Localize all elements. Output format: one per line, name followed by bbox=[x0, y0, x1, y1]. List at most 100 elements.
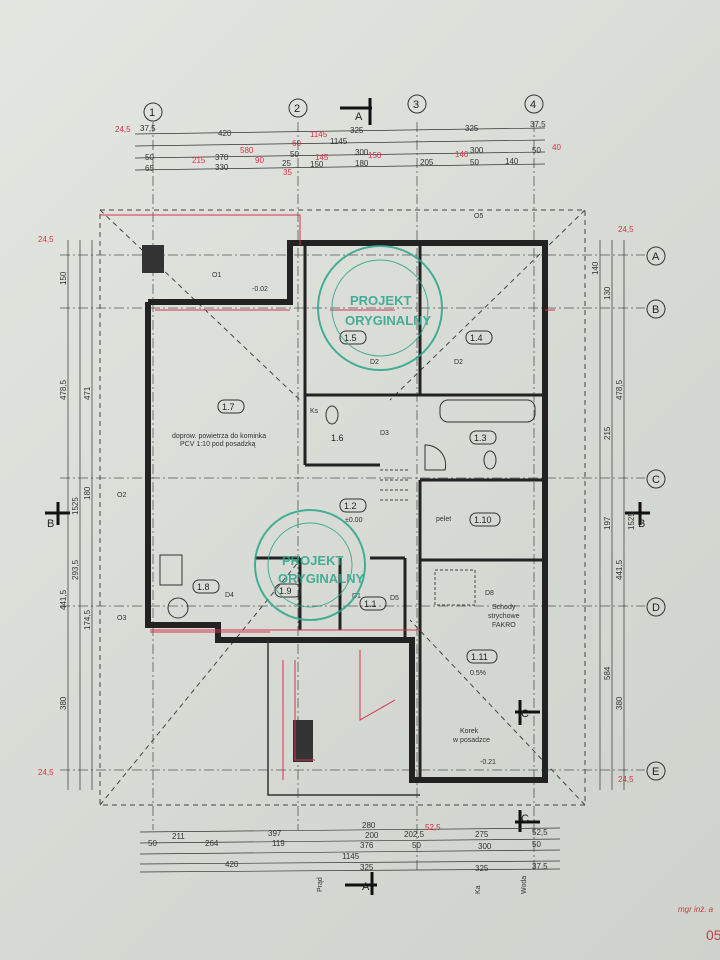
roof-ridge bbox=[409, 619, 586, 806]
dimension-text: 264 bbox=[205, 839, 219, 848]
dimension-text: 197 bbox=[603, 516, 612, 530]
dimension-text: 37,5 bbox=[532, 862, 548, 871]
door-tag: O2 bbox=[117, 492, 126, 499]
stamp-text: PROJEKT bbox=[350, 293, 411, 308]
dimension-text: 471 bbox=[83, 386, 92, 400]
chimney bbox=[142, 245, 164, 273]
roof-ridge bbox=[389, 209, 586, 401]
dimension-text: 174,5 bbox=[83, 609, 92, 630]
dimension-text: 300 bbox=[470, 146, 484, 155]
markup-text: 40 bbox=[552, 143, 561, 152]
section-label: B bbox=[47, 518, 54, 530]
terrace-outline bbox=[267, 640, 420, 796]
dimension-text: 130 bbox=[603, 286, 612, 300]
dimension-text: 420 bbox=[218, 129, 232, 138]
dimension-text: 325 bbox=[350, 126, 364, 135]
stove-icon bbox=[159, 554, 183, 586]
right-dimensions: 24,5 140 130 478,5 215 1525 197 441,5 58… bbox=[591, 225, 636, 784]
dimension-text: 1145 bbox=[330, 137, 348, 146]
section-markers bbox=[45, 98, 650, 895]
dimension-text: 1525 bbox=[627, 512, 636, 530]
level-mark: ±0.00 bbox=[345, 517, 363, 524]
dimension-text: 52,5 bbox=[532, 828, 548, 837]
section-label: A bbox=[355, 111, 363, 123]
chimney bbox=[293, 720, 313, 762]
door-tag: D5 bbox=[390, 595, 399, 602]
room-label: 1.7 bbox=[222, 402, 235, 412]
axis-label: E bbox=[652, 766, 659, 778]
room-label: 1.2 bbox=[344, 501, 357, 511]
axis-label: 3 bbox=[413, 99, 419, 111]
dimension-text: 380 bbox=[615, 696, 624, 710]
note-text: strychowe bbox=[488, 613, 520, 620]
dimension-text: 50 bbox=[412, 841, 421, 850]
dimension-text: 325 bbox=[360, 863, 374, 872]
dimension-text: 325 bbox=[475, 864, 489, 873]
note-text: doprow. powietrza do kominka bbox=[172, 433, 266, 440]
dimension-text: 215 bbox=[603, 426, 612, 440]
room-labels: 1.7 1.5 1.4 1.6 1.3 1.2 1.10 1.8 1.9 1.1… bbox=[192, 330, 501, 664]
room-label: 1.9 bbox=[279, 586, 292, 596]
dimension-text: 300 bbox=[478, 842, 492, 851]
markup-text: 24,5 bbox=[38, 235, 54, 244]
axis-label: 1 bbox=[149, 107, 155, 119]
dimension-text: 584 bbox=[603, 666, 612, 680]
bathtub-icon bbox=[439, 399, 536, 423]
dimension-text: 200 bbox=[365, 831, 379, 840]
dimension-text: 25 bbox=[282, 159, 291, 168]
dimension-text: 140 bbox=[591, 261, 600, 275]
dimension-text: 205 bbox=[420, 158, 434, 167]
dimension-text: 50 bbox=[290, 150, 299, 159]
axis-label: C bbox=[652, 474, 660, 486]
projekt-oryginalny-stamp: PROJEKT ORYGINALNY PROJEKT ORYGINALNY bbox=[254, 245, 443, 621]
dimension-text: 202,5 bbox=[404, 830, 425, 839]
sink-icon bbox=[167, 597, 189, 619]
dimension-text: 50 bbox=[532, 840, 541, 849]
dimension-text: 37,5 bbox=[530, 120, 546, 129]
dimension-text: 50 bbox=[470, 158, 479, 167]
markup-text: 1145 bbox=[310, 130, 328, 139]
dimension-text: 420 bbox=[225, 860, 239, 869]
dimension-text: 150 bbox=[59, 271, 68, 285]
note-text: Korek bbox=[460, 728, 479, 735]
axis-label: 2 bbox=[294, 103, 300, 115]
room-label: 1.6 bbox=[331, 433, 344, 443]
stamp-text: PROJEKT bbox=[282, 553, 343, 568]
markup-text: 145 bbox=[315, 153, 329, 162]
dimension-text: 180 bbox=[355, 159, 369, 168]
markup-text: 150 bbox=[368, 151, 382, 160]
axis-label: D bbox=[652, 602, 660, 614]
note-text: w posadzce bbox=[452, 737, 490, 744]
dimension-text: 65 bbox=[145, 164, 154, 173]
exterior-walls bbox=[145, 240, 548, 783]
room-label: 1.5 bbox=[344, 333, 357, 343]
shower-icon bbox=[424, 444, 447, 471]
dimension-text: 370 bbox=[215, 153, 229, 162]
dimension-text: 180 bbox=[83, 486, 92, 500]
toilet-icon bbox=[483, 450, 497, 470]
dimension-text: 478,5 bbox=[59, 379, 68, 400]
dimension-text: 140 bbox=[505, 157, 519, 166]
markup-text: 52,5 bbox=[425, 823, 441, 832]
section-label: C bbox=[521, 708, 529, 720]
door-tag: D3 bbox=[380, 430, 389, 437]
note-text: Schody bbox=[492, 604, 516, 611]
dimension-text: 376 bbox=[360, 841, 374, 850]
dimension-text: 325 bbox=[465, 124, 479, 133]
note-text: Ks bbox=[310, 408, 319, 415]
door-tag: O5 bbox=[474, 213, 483, 220]
room-label: 1.3 bbox=[474, 433, 487, 443]
red-markup bbox=[100, 214, 555, 780]
door-tags: D1 D2 D2 D3 D4 D5 D8 O1 O2 O3 O5 bbox=[117, 213, 494, 622]
section-label: C bbox=[521, 813, 529, 825]
dimension-text: 119 bbox=[272, 839, 285, 848]
dimension-text: 380 bbox=[59, 696, 68, 710]
door-tag: O1 bbox=[212, 272, 221, 279]
dimension-text: 330 bbox=[215, 163, 229, 172]
section-label: B bbox=[638, 518, 645, 530]
signature-text: mgr inż. a bbox=[678, 905, 714, 914]
stamp-text: ORYGINALNY bbox=[345, 313, 432, 328]
slope-mark: 0.5% bbox=[470, 670, 486, 677]
